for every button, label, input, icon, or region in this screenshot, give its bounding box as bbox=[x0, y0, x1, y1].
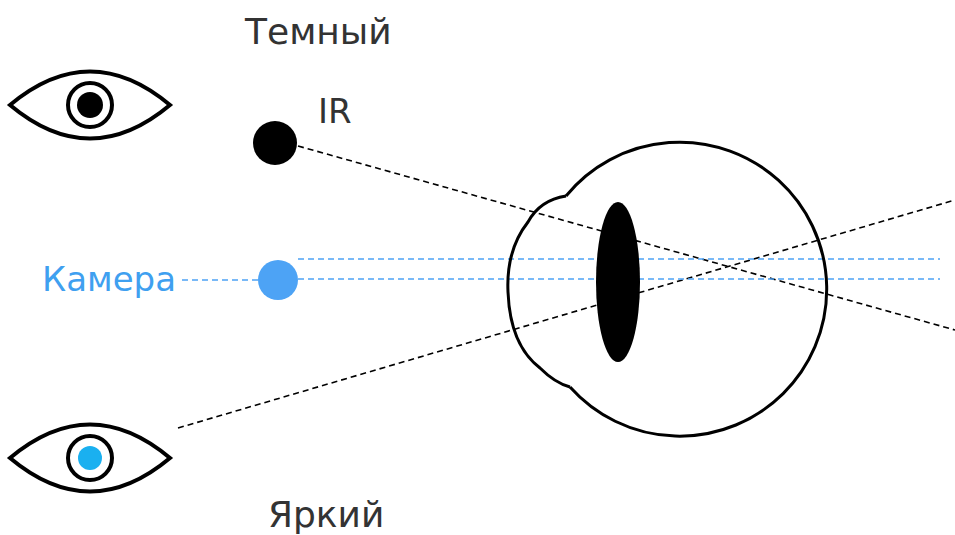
camera-dot bbox=[258, 260, 298, 300]
eyeball bbox=[508, 142, 827, 436]
eye-bright bbox=[10, 425, 170, 492]
reflected-ray bbox=[178, 200, 955, 428]
camera-axis bbox=[182, 279, 258, 281]
camera-label: Камера bbox=[42, 262, 176, 296]
state-label: Темный bbox=[245, 14, 392, 50]
state-label: Яркий bbox=[268, 497, 384, 533]
ir-source bbox=[253, 121, 297, 165]
eye-dark bbox=[10, 72, 170, 139]
source-label: IR bbox=[318, 94, 352, 128]
